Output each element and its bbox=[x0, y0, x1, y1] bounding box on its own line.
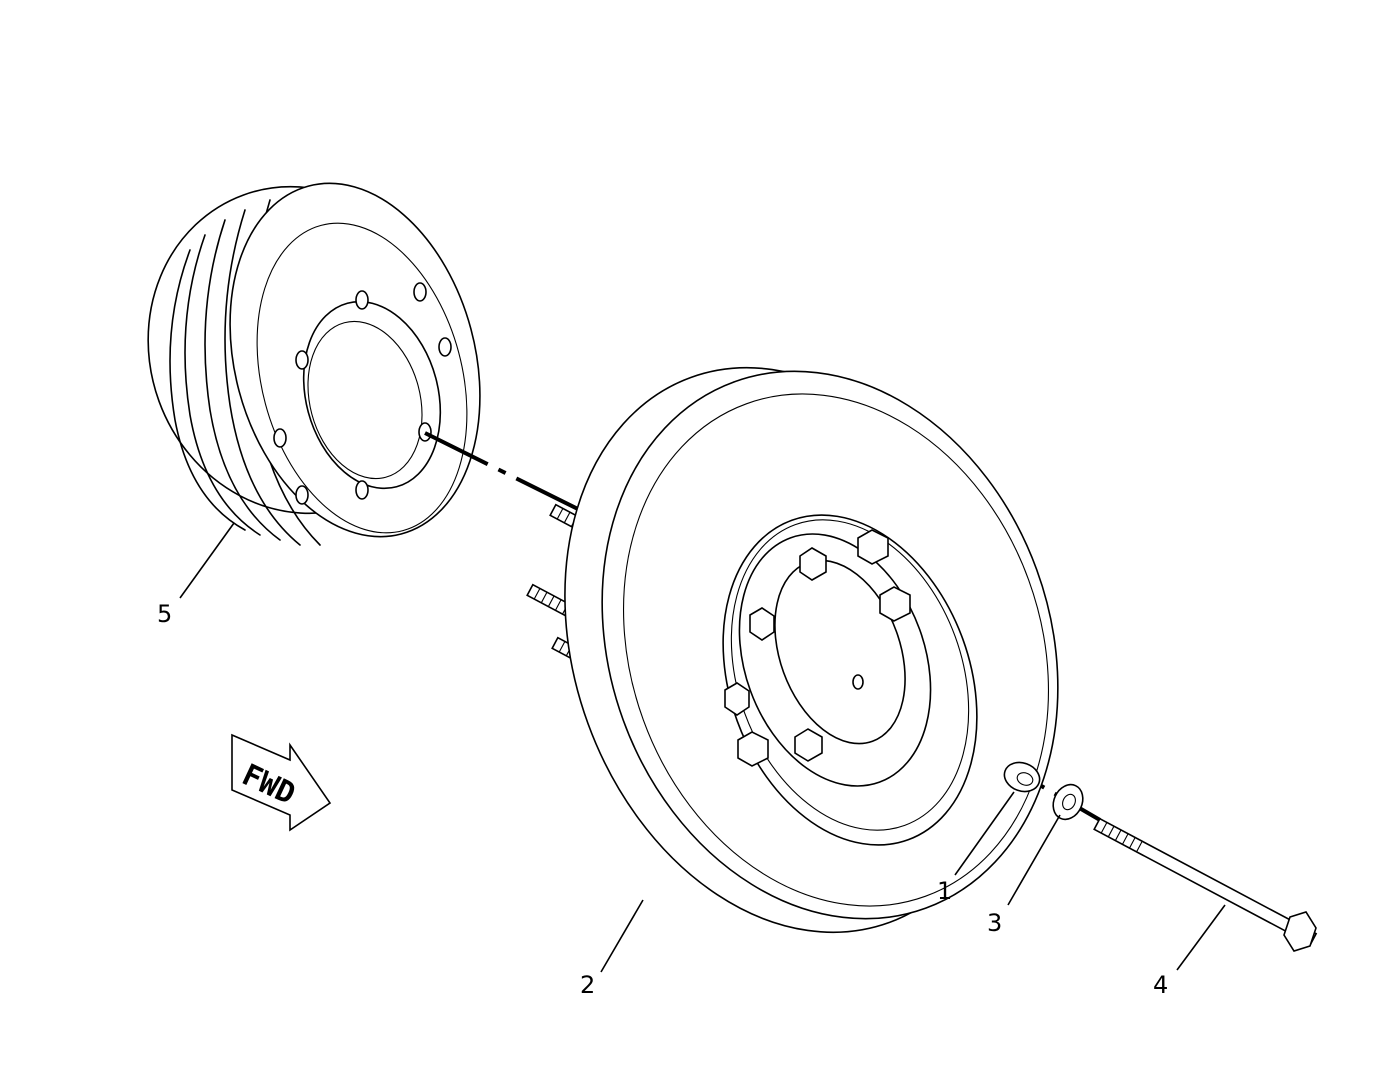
callouts: 5 2 1 3 4 bbox=[157, 522, 1226, 999]
damper-part-2 bbox=[564, 366, 1059, 934]
forward-direction-arrow: FWD bbox=[231, 733, 332, 832]
callout-1: 1 bbox=[937, 877, 952, 905]
callout-3: 3 bbox=[987, 909, 1002, 937]
bolt-part-4 bbox=[1093, 817, 1318, 952]
callout-5: 5 bbox=[157, 600, 172, 628]
centerline-upper bbox=[424, 431, 601, 522]
callout-2: 2 bbox=[580, 971, 595, 999]
spacer-part-1 bbox=[1003, 761, 1041, 793]
pulley-part-5 bbox=[147, 182, 481, 546]
washer-part-3 bbox=[1052, 783, 1084, 821]
callout-4: 4 bbox=[1153, 971, 1168, 999]
